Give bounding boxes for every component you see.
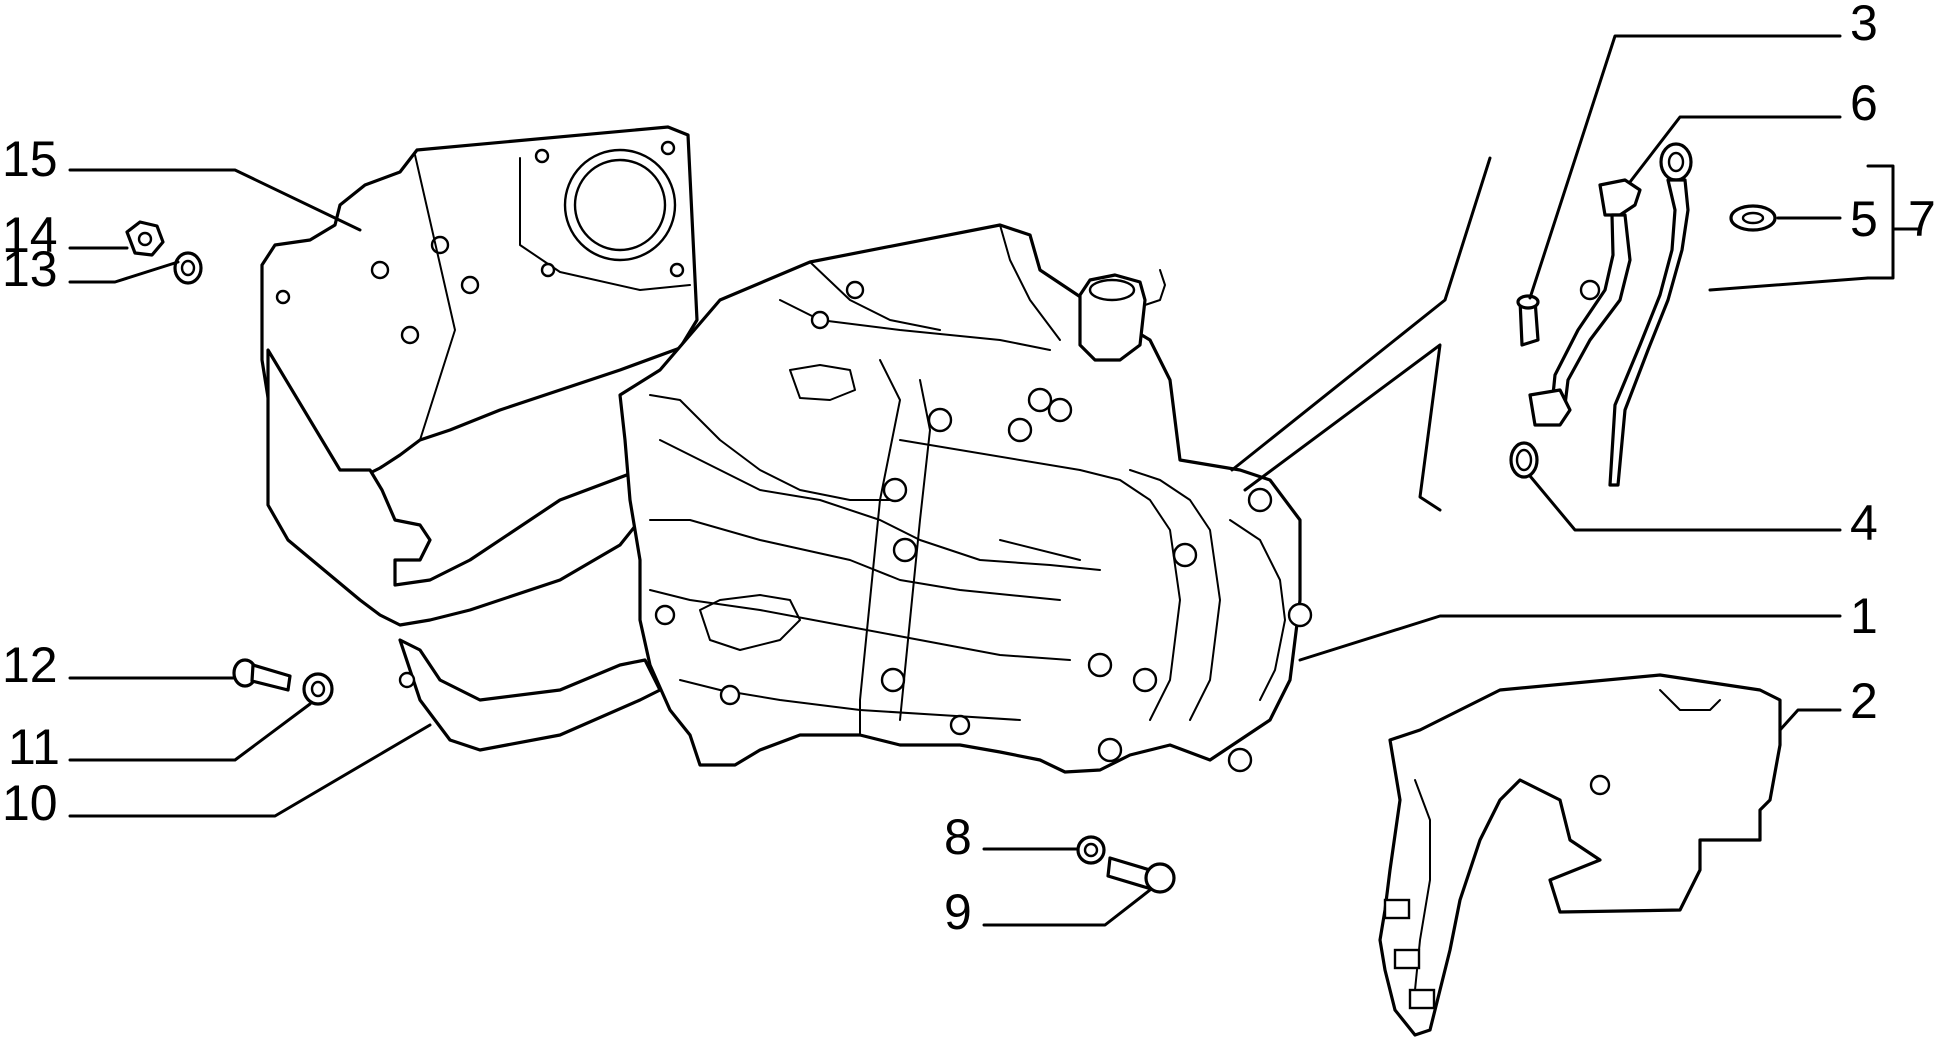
dipstick-icon (1608, 142, 1693, 487)
callout-9: 9 (944, 884, 972, 940)
nut-icon (125, 220, 165, 257)
dust-shield-icon (260, 125, 699, 563)
callout-1: 1 (1850, 588, 1878, 644)
callout-11: 11 (8, 719, 60, 775)
callout-5: 5 (1850, 191, 1878, 247)
leader-4 (1528, 474, 1842, 532)
callout-13: 13 (2, 241, 58, 297)
leader-7-bracket (1866, 164, 1895, 280)
callout-3: 3 (1850, 0, 1878, 51)
washer-icon (173, 251, 203, 285)
gearbox-housing-icon (618, 223, 1313, 774)
leader-3 (1528, 34, 1842, 300)
leader-9 (982, 888, 1152, 927)
washer-icon (302, 672, 334, 706)
bolt-icon (1106, 856, 1176, 894)
leader-7-tail (1708, 276, 1870, 292)
bolt-icon (232, 658, 292, 692)
leader-extra-a (1230, 156, 1492, 472)
leader-13 (68, 260, 180, 284)
callout-12: 12 (2, 637, 58, 693)
leader-15 (68, 168, 362, 232)
leader-10 (68, 723, 432, 818)
leader-lines (68, 34, 1922, 927)
callout-8: 8 (944, 809, 972, 865)
callout-2: 2 (1850, 673, 1878, 729)
leader-6 (1628, 115, 1842, 184)
callout-4: 4 (1850, 495, 1878, 551)
callout-10: 10 (2, 775, 58, 831)
leader-2 (1778, 708, 1842, 732)
callout-15: 15 (2, 131, 58, 187)
bolt-icon (1516, 294, 1540, 347)
leader-1 (1298, 614, 1842, 662)
cover-plate-icon (266, 348, 662, 752)
callout-14: 14 (2, 207, 58, 263)
callout-labels: 1 2 3 4 5 6 7 8 9 10 11 12 13 14 15 (2, 0, 1936, 940)
washer-icon (1729, 204, 1777, 232)
leader-extra-b (1243, 343, 1442, 512)
leader-11 (68, 702, 312, 762)
bracket-icon (1378, 673, 1782, 1037)
callout-6: 6 (1850, 75, 1878, 131)
dipstick-tube-icon (1528, 178, 1642, 427)
washer-icon (1076, 835, 1106, 865)
o-ring-icon (1509, 441, 1539, 479)
callout-7: 7 (1908, 191, 1936, 247)
